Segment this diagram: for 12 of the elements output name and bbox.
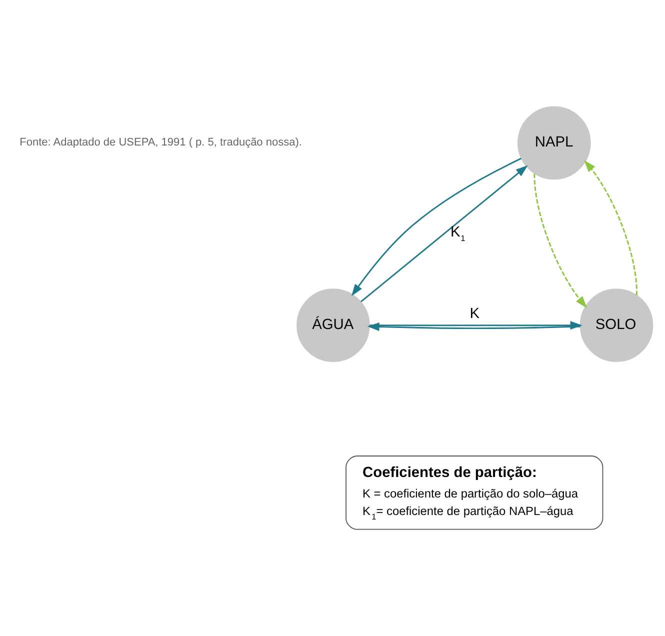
label: Fonte: Adaptado de USEPA, 1991 ( p. 5, tradução nossa). [20, 136, 302, 149]
node-box: Coeficientes de partição: K = coeficiente de partição do solo–água K$_{1}$= coeficiente de partição NAPL–água [346, 456, 604, 530]
node-circle: SOLO [580, 288, 654, 362]
arrow [351, 158, 522, 296]
node-circle: ÁGUA [296, 288, 370, 362]
node-circle: NAPL [517, 106, 591, 180]
arrow [534, 174, 587, 308]
arrow [367, 322, 580, 332]
arrow [360, 165, 528, 302]
arrow [584, 160, 638, 296]
edge-label: K [470, 306, 480, 322]
edge-label: K$_{1}$ [450, 224, 466, 244]
